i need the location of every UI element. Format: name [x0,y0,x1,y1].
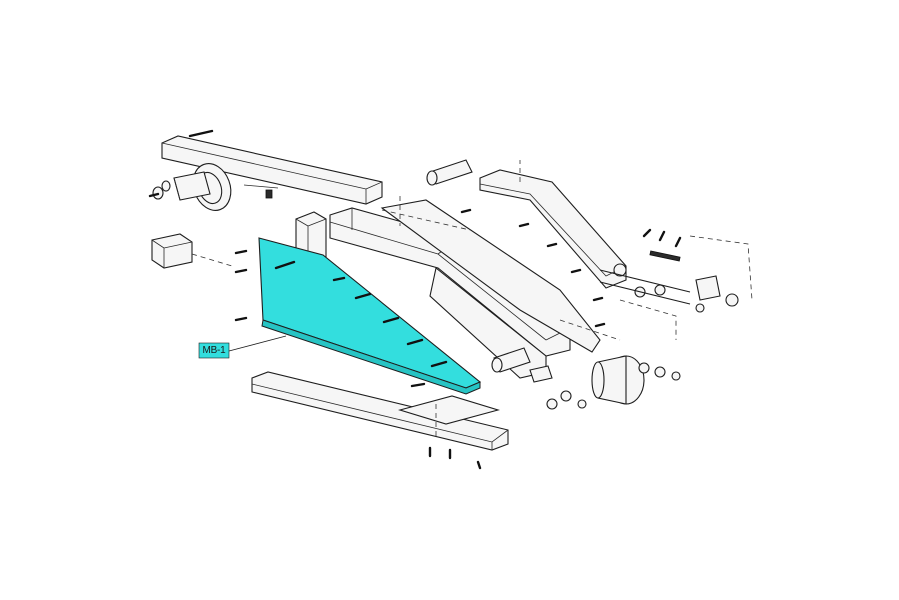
highlighted-panel-mb-1 [258,237,482,395]
assembly-guides [381,160,753,440]
top-bar [161,129,383,205]
bottom-rail [251,371,509,470]
callout-leader-line [228,335,287,352]
panel-screws [274,260,448,368]
screws [234,208,606,388]
left-block [151,233,233,269]
right-bar [380,169,691,353]
rollers [426,159,531,373]
bracket-parts [642,228,739,313]
wheel-assembly [148,163,279,211]
callout-box [198,342,230,359]
callout-label-mb-1[interactable]: MB-1 [202,345,226,356]
drum [529,355,681,410]
panel-edge [261,319,481,395]
